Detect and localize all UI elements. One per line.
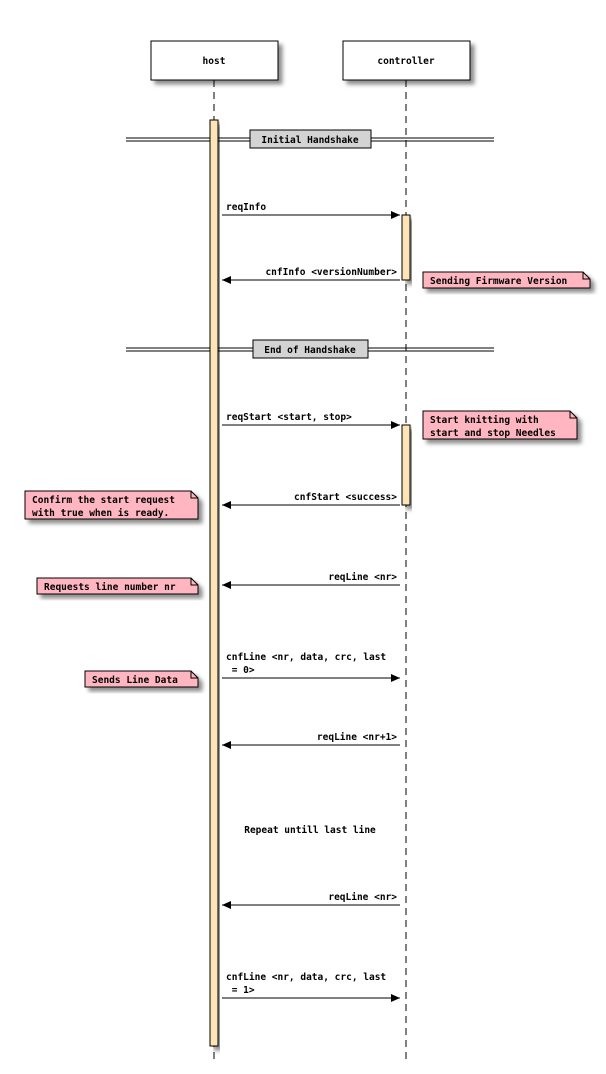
note-fold-icon	[190, 491, 198, 499]
divider-label: End of Handshake	[264, 345, 356, 356]
participant-controller-label: controller	[377, 56, 434, 67]
message-arrow: reqInfo	[222, 202, 400, 219]
message-label: reqStart <start, stop>	[226, 412, 352, 423]
message-label: = 0>	[226, 665, 255, 676]
message-arrow: reqLine <nr>	[222, 572, 400, 589]
participant-host-label: host	[203, 56, 226, 67]
arrowhead-left-icon	[222, 276, 231, 284]
arrowhead-left-icon	[222, 581, 231, 589]
activation-host	[209, 119, 219, 1047]
arrowhead-left-icon	[222, 501, 231, 509]
arrowhead-left-icon	[222, 741, 231, 749]
note-text: Sending Firmware Version	[430, 276, 567, 287]
message-label: reqLine <nr>	[328, 572, 397, 583]
message-arrow: cnfInfo <versionNumber>	[222, 267, 400, 284]
message-arrow: cnfLine <nr, data, crc, last = 0>	[222, 652, 400, 682]
message-label: cnfLine <nr, data, crc, last	[226, 972, 386, 983]
message-arrow: cnfLine <nr, data, crc, last = 1>	[222, 972, 400, 1002]
message-label: cnfStart <success>	[294, 492, 397, 503]
note-fold-icon	[582, 272, 590, 280]
divider-initial-handshake: Initial Handshake	[126, 129, 494, 149]
note-text: Confirm the start request	[32, 495, 175, 506]
note-text: Sends Line Data	[92, 675, 178, 686]
message-arrow: cnfStart <success>	[222, 492, 400, 509]
participant-host: host	[150, 40, 279, 81]
message-arrow: reqLine <nr+1>	[222, 732, 400, 749]
message-arrow: reqLine <nr>	[222, 892, 400, 909]
message-label: reqInfo	[226, 202, 266, 213]
note: Start knitting with start and stop Needle…	[422, 410, 578, 440]
note: Confirm the start request with true when …	[24, 490, 199, 520]
note-text: Requests line number nr	[44, 582, 176, 593]
activation-controller-1	[401, 214, 411, 281]
note-fold-icon	[190, 578, 198, 586]
arrowhead-right-icon	[391, 994, 400, 1002]
divider-end-of-handshake: End of Handshake	[126, 339, 494, 359]
message-arrow: reqStart <start, stop>	[222, 412, 400, 429]
message-label: cnfLine <nr, data, crc, last	[226, 652, 386, 663]
arrowhead-right-icon	[391, 674, 400, 682]
note-fold-icon	[569, 411, 577, 419]
note-text: with true when is ready.	[32, 508, 169, 519]
participant-controller: controller	[342, 40, 471, 81]
message-label: cnfInfo <versionNumber>	[265, 267, 397, 278]
message-label: = 1>	[226, 985, 255, 996]
message-label: reqLine <nr>	[328, 892, 397, 903]
arrowhead-right-icon	[391, 421, 400, 429]
arrowhead-left-icon	[222, 901, 231, 909]
note: Requests line number nr	[36, 577, 199, 595]
note: Sends Line Data	[84, 670, 199, 688]
message-label: reqLine <nr+1>	[317, 732, 397, 743]
note-text: Start knitting with	[430, 415, 539, 426]
divider-label: Initial Handshake	[261, 135, 359, 146]
delay-text: Repeat untill last line	[244, 825, 376, 836]
note-text: start and stop Needles	[430, 428, 556, 439]
activation-controller-2	[401, 424, 411, 506]
arrowhead-right-icon	[391, 211, 400, 219]
note: Sending Firmware Version	[422, 271, 591, 289]
note-fold-icon	[190, 671, 198, 679]
